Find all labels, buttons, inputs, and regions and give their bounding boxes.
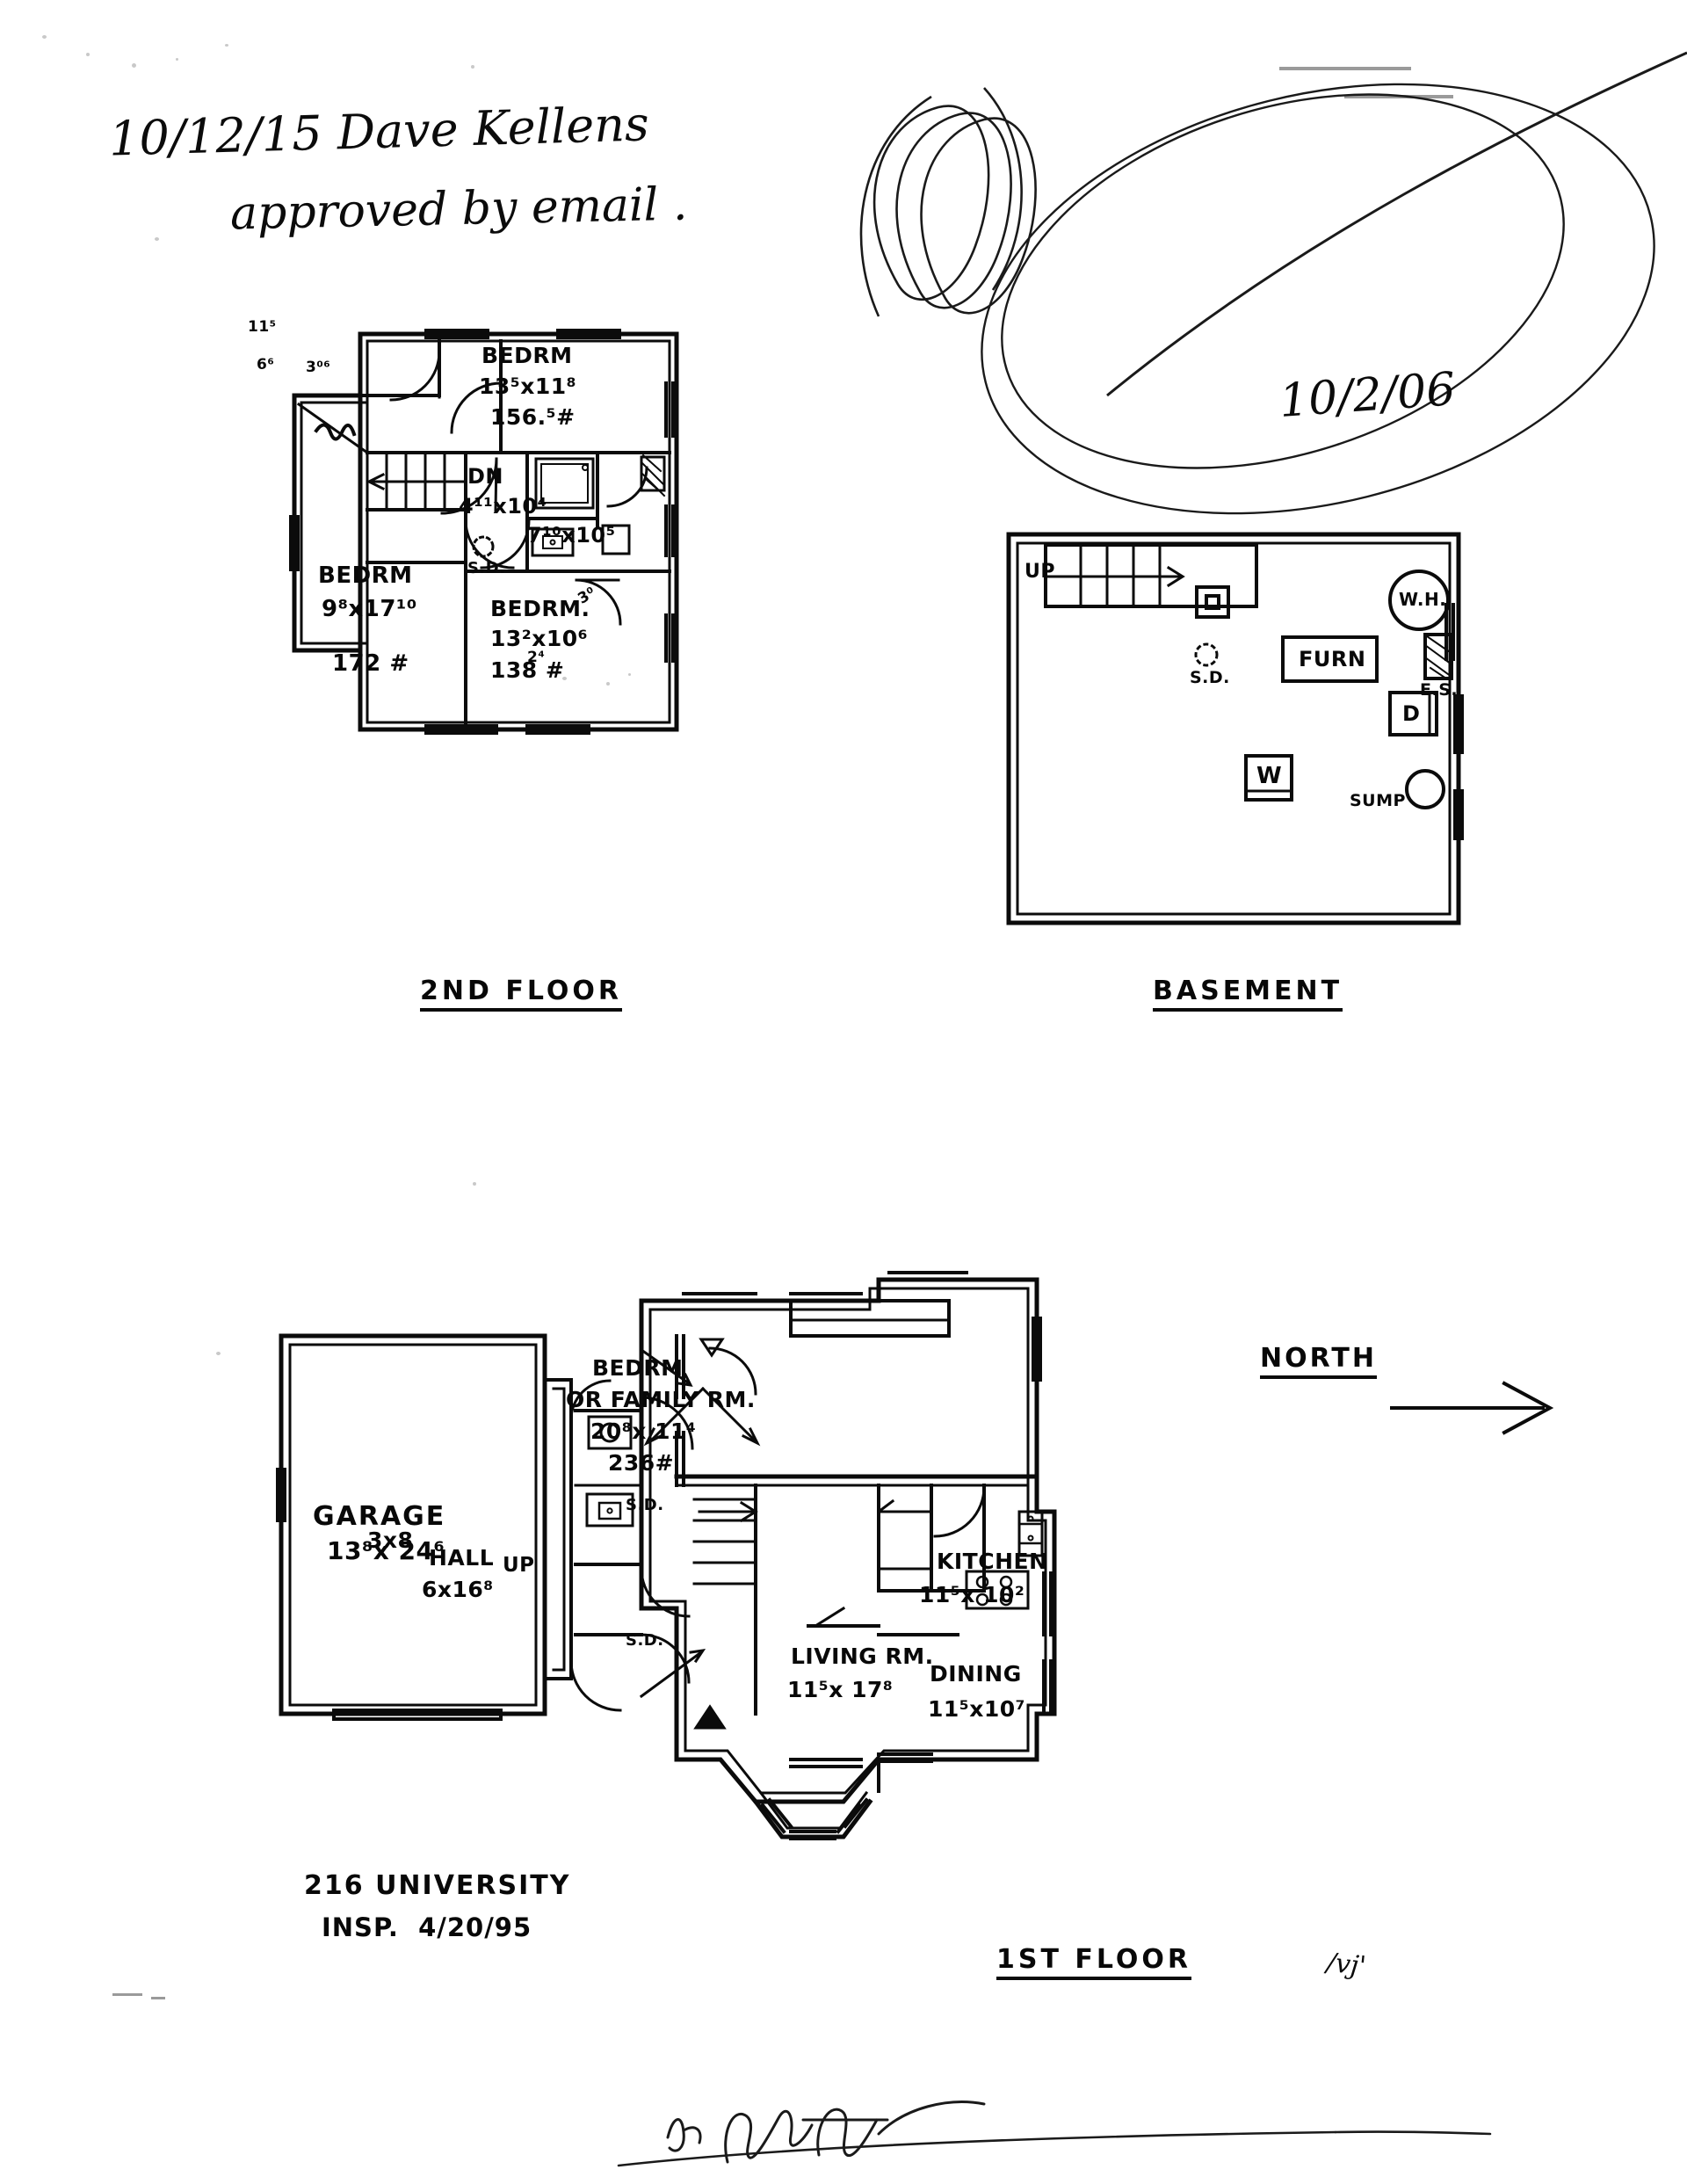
- second-floor-linework: [289, 329, 679, 735]
- label-bedroom-south-dims: 13²x10⁶: [490, 626, 589, 651]
- label-washer: W: [1256, 763, 1283, 789]
- label-bedroom-south-area: 138 #: [490, 657, 565, 683]
- label-closet-mark-5: 2⁴: [527, 649, 546, 666]
- scan-speck: [471, 65, 474, 69]
- scan-edge-mark: [151, 1997, 165, 1999]
- label-first-smoke-detector-b: S.D.: [626, 1631, 664, 1650]
- label-bedroom-ne-name: BEDRM: [481, 343, 573, 368]
- label-dining-name: DINING: [930, 1661, 1022, 1687]
- label-closet-mark-1: 11⁵: [248, 318, 277, 336]
- approval-scribble-overlay: [859, 51, 1687, 515]
- label-hall-dims: 4¹¹x10⁴: [459, 494, 547, 519]
- scan-speck: [216, 1352, 221, 1355]
- label-closet-mark-2: 6⁶: [257, 356, 275, 374]
- label-living-name: LIVING RM.: [791, 1643, 934, 1669]
- second-floor-plan: BEDRM 13⁵x11⁸ 156.⁵# BEDRM 9⁸x17¹⁰ 172 #…: [248, 299, 826, 747]
- scan-edge-mark: [1279, 67, 1411, 70]
- label-bedrm-family-dims: 20⁸x 11⁴: [590, 1419, 697, 1444]
- scan-speck: [606, 682, 610, 686]
- label-kitchen-dims: 11⁵x 10²: [919, 1582, 1025, 1607]
- label-hall-dims: 6x16⁸: [422, 1577, 494, 1602]
- scan-speck: [225, 44, 228, 47]
- label-bedroom-west-dims: 9⁸x17¹⁰: [322, 596, 417, 622]
- label-bath-dims: 7¹⁰x10⁵: [527, 523, 616, 548]
- label-water-heater: W.H.: [1399, 589, 1447, 610]
- label-bedroom-west-area: 172 #: [332, 650, 409, 677]
- label-furnace: FURN: [1299, 647, 1366, 671]
- property-address: 216 UNIVERSITY: [304, 1870, 571, 1901]
- label-bedrm-family-name2: OR FAMILY RM.: [566, 1387, 756, 1412]
- scan-speck: [86, 53, 90, 56]
- compass-north-label: NORTH: [1260, 1343, 1377, 1379]
- label-closet-mark-3: 3⁰⁶: [306, 359, 331, 376]
- label-hall-name: HALL: [429, 1545, 495, 1571]
- label-bedroom-ne-dims: 13⁵x11⁸: [479, 374, 577, 399]
- basement-linework: [1006, 532, 1464, 925]
- label-kitchen-name: KITCHEN: [937, 1549, 1048, 1574]
- scan-speck: [42, 35, 47, 39]
- basement-plan: UP S.D. FURN W.H. E.S. D W SUMP: [993, 492, 1485, 949]
- scan-speck: [155, 237, 159, 241]
- first-floor-title: 1ST FLOOR: [996, 1944, 1192, 1980]
- label-living-dims: 11⁵x 17⁸: [787, 1677, 894, 1702]
- bottom-signature: [617, 2101, 1492, 2167]
- label-smoke-detector: S.D.: [467, 559, 506, 577]
- label-stair-down: DN: [467, 464, 504, 489]
- basement-title: BASEMENT: [1153, 976, 1343, 1012]
- inspection-date: INSP. 4/20/95: [322, 1912, 532, 1942]
- scan-speck: [473, 1182, 476, 1186]
- approval-note-line-1: 10/12/15 Dave Kellens: [108, 96, 650, 167]
- second-floor-title: 2ND FLOOR: [420, 976, 622, 1012]
- label-bedrm-family-name: BEDRM: [592, 1355, 684, 1381]
- label-electric-service: E.S.: [1420, 680, 1459, 700]
- label-bedroom-ne-area: 156.⁵#: [490, 404, 576, 430]
- scan-speck: [176, 58, 178, 61]
- label-first-smoke-detector-a: S.D.: [626, 1496, 664, 1514]
- stray-pen-mark: /vj': [1325, 1947, 1368, 1983]
- first-floor-plan: GARAGE 13⁸x 24⁶ BEDRM OR FAMILY RM. 20⁸x…: [264, 1222, 1248, 1916]
- label-garage-dims: 13⁸x 24⁶: [327, 1536, 445, 1565]
- approval-note-line-2: approved by email .: [229, 178, 688, 241]
- scan-speck: [132, 63, 136, 68]
- scan-speck: [562, 677, 567, 680]
- label-bedrm-family-area: 236#: [608, 1450, 675, 1476]
- label-sump: SUMP: [1350, 791, 1406, 810]
- label-first-stairs-up: UP: [503, 1554, 535, 1577]
- scan-speck: [628, 673, 631, 676]
- label-basement-smoke-detector: S.D.: [1190, 668, 1230, 687]
- scan-edge-mark: [112, 1993, 142, 1996]
- label-dining-dims: 11⁵x10⁷: [928, 1696, 1026, 1722]
- label-bedroom-south-name: BEDRM.: [490, 596, 590, 621]
- label-basement-stairs-up: UP: [1025, 561, 1055, 583]
- compass-north-arrow-icon: [1390, 1381, 1554, 1435]
- label-dryer: D: [1402, 701, 1421, 726]
- first-floor-linework: [276, 1271, 1057, 1840]
- label-garage-name: GARAGE: [313, 1501, 446, 1532]
- label-first-bath-dims: 3x8: [367, 1527, 414, 1553]
- label-bedroom-west-name: BEDRM: [318, 562, 413, 589]
